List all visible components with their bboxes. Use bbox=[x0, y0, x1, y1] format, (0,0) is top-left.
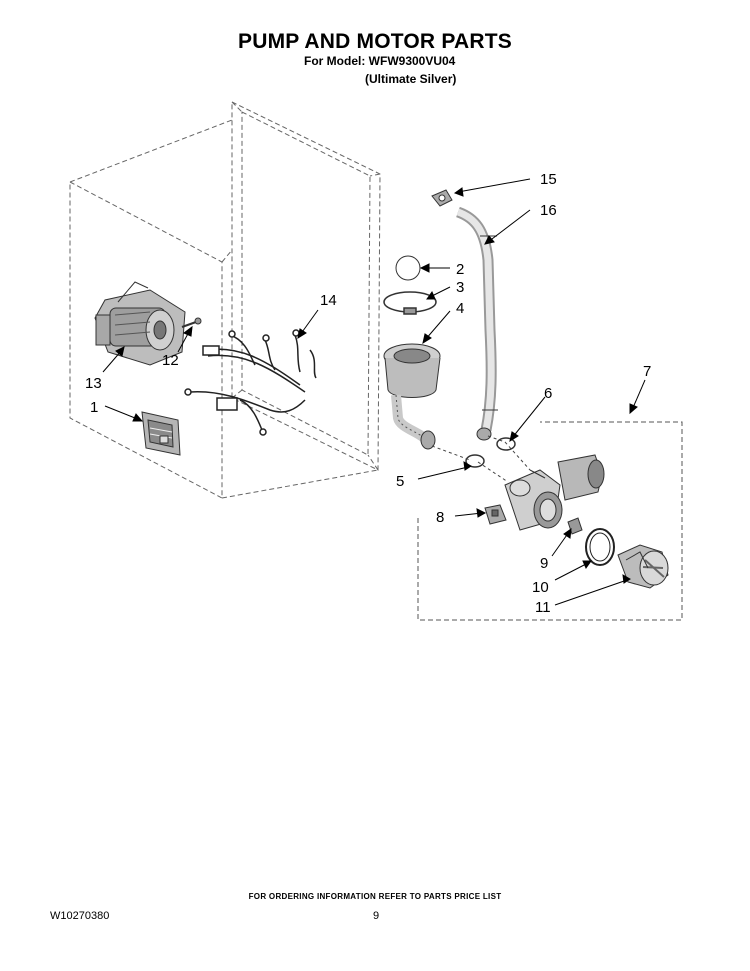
callout-6: 6 bbox=[544, 385, 552, 402]
hose-clamp bbox=[383, 291, 437, 315]
cabinet-outline bbox=[69, 101, 381, 499]
tub-to-pump-hose bbox=[383, 343, 441, 450]
assembly-connectors bbox=[431, 435, 531, 483]
drain-hose bbox=[455, 206, 498, 441]
drain-pump-assembly-box bbox=[417, 421, 683, 621]
callout-14: 14 bbox=[320, 292, 337, 309]
model-line: For Model: WFW9300VU04 bbox=[304, 54, 456, 68]
motor-screw bbox=[181, 317, 202, 328]
color-line: (Ultimate Silver) bbox=[365, 72, 457, 86]
callout-3: 3 bbox=[456, 279, 464, 296]
tub-cap bbox=[395, 255, 421, 281]
ordering-note: FOR ORDERING INFORMATION REFER TO PARTS … bbox=[248, 892, 502, 901]
callout-4: 4 bbox=[456, 300, 464, 317]
callout-leaders bbox=[102, 178, 646, 606]
pump-filter bbox=[617, 544, 669, 589]
callout-16: 16 bbox=[540, 202, 557, 219]
callout-9: 9 bbox=[540, 555, 548, 572]
motor-control-board bbox=[141, 411, 181, 456]
callout-5: 5 bbox=[396, 473, 404, 490]
callout-1: 1 bbox=[90, 399, 98, 416]
pump-bracket bbox=[484, 504, 507, 525]
callout-2: 2 bbox=[456, 261, 464, 278]
page-title: PUMP AND MOTOR PARTS bbox=[238, 30, 512, 53]
callout-10: 10 bbox=[532, 579, 549, 596]
pump-hose-clamps bbox=[465, 437, 516, 468]
page-number: 9 bbox=[373, 910, 380, 922]
callout-13: 13 bbox=[85, 375, 102, 392]
callout-8: 8 bbox=[436, 509, 444, 526]
drain-pump bbox=[504, 454, 605, 531]
document-number: W10270380 bbox=[50, 910, 110, 922]
pump-filter-seal bbox=[585, 528, 615, 566]
callout-12: 12 bbox=[162, 352, 179, 369]
callout-11: 11 bbox=[535, 599, 551, 616]
wire-harness bbox=[184, 329, 317, 436]
callout-7: 7 bbox=[643, 363, 651, 380]
drain-hose-clamp bbox=[431, 189, 453, 207]
callout-15: 15 bbox=[540, 171, 557, 188]
drive-motor bbox=[94, 281, 186, 366]
